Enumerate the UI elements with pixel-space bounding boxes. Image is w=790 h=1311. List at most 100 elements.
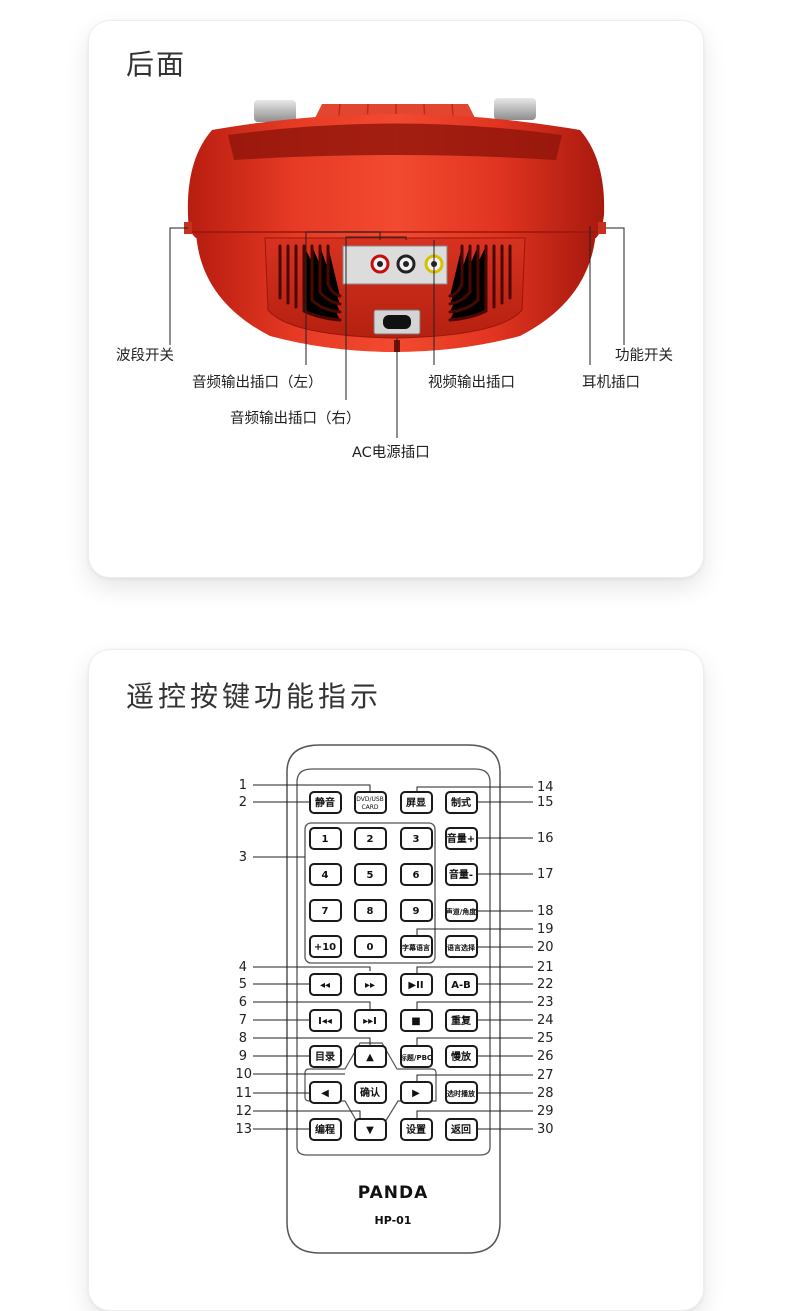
language-button[interactable]: 语言选择 (445, 935, 478, 958)
digit-7-button[interactable]: 7 (309, 899, 342, 922)
callout-19: 19 (537, 922, 554, 937)
svg-text:I◂◂: I◂◂ (318, 1016, 332, 1027)
callout-3: 3 (239, 850, 247, 865)
remote-body (286, 744, 501, 1254)
goto-button[interactable]: 选时播放 (445, 1081, 478, 1104)
program-button[interactable]: 编程 (309, 1118, 342, 1141)
right-arrow-button[interactable]: ▶ (400, 1081, 433, 1104)
previous-button[interactable]: I◂◂ (309, 1009, 342, 1032)
svg-text:目录: 目录 (315, 1051, 335, 1063)
svg-text:1: 1 (322, 834, 329, 845)
plus10-button[interactable]: +10 (309, 935, 342, 958)
digit-2-button[interactable]: 2 (354, 827, 387, 850)
svg-text:CARD: CARD (361, 804, 378, 811)
svg-text:5: 5 (367, 870, 374, 881)
svg-text:+10: +10 (314, 942, 336, 953)
down-arrow-button[interactable]: ▼ (354, 1118, 387, 1141)
mute-button[interactable]: 静音 (309, 791, 342, 814)
svg-text:屏显: 屏显 (405, 797, 426, 809)
callout-20: 20 (537, 940, 554, 955)
back-view-diagram: 波段开关 音频输出插口（左） 音频输出插口（右） AC电源插口 视频输出插口 耳… (116, 98, 673, 461)
digit-5-button[interactable]: 5 (354, 863, 387, 886)
ok-button[interactable]: 确认 (354, 1081, 387, 1104)
subtitle-button[interactable]: 字幕语言 (400, 935, 433, 958)
audio-left-label: 音频输出插口（左） (192, 374, 323, 391)
svg-text:字幕语言: 字幕语言 (402, 943, 430, 952)
menu-button[interactable]: 目录 (309, 1045, 342, 1068)
callout-29: 29 (537, 1104, 554, 1119)
callout-5: 5 (239, 977, 247, 992)
svg-text:9: 9 (413, 906, 420, 917)
stop-button[interactable]: ■ (400, 1009, 433, 1032)
headphone-label: 耳机插口 (582, 374, 640, 391)
svg-text:音量-: 音量- (449, 868, 473, 881)
system-button[interactable]: 制式 (445, 791, 478, 814)
svg-text:8: 8 (367, 906, 374, 917)
ac-power-label: AC电源插口 (352, 444, 430, 461)
left-arrow-button[interactable]: ◀ (309, 1081, 342, 1104)
audio-right-label: 音频输出插口（右） (230, 410, 361, 427)
svg-text:确认: 确认 (360, 1086, 381, 1099)
svg-text:音量+: 音量+ (447, 832, 475, 845)
svg-text:设置: 设置 (406, 1123, 426, 1136)
digit-9-button[interactable]: 9 (400, 899, 433, 922)
vent-right (448, 244, 512, 322)
callout-22: 22 (537, 977, 554, 992)
function-switch-label: 功能开关 (615, 347, 673, 364)
callout-4: 4 (239, 960, 247, 975)
setup-button[interactable]: 设置 (400, 1118, 433, 1141)
svg-text:语言选择: 语言选择 (447, 943, 476, 952)
svg-text:0: 0 (367, 942, 374, 953)
play-pause-button[interactable]: ▶II (400, 973, 433, 996)
digit-6-button[interactable]: 6 (400, 863, 433, 886)
band-switch-label: 波段开关 (116, 347, 174, 364)
model-label: HP-01 (375, 1214, 412, 1227)
digit-3-button[interactable]: 3 (400, 827, 433, 850)
callout-1: 1 (239, 778, 247, 793)
svg-text:制式: 制式 (451, 796, 471, 809)
callout-24: 24 (537, 1013, 554, 1028)
vol-down-button[interactable]: 音量- (445, 863, 478, 886)
svg-text:▶II: ▶II (408, 980, 423, 991)
svg-text:▸▸: ▸▸ (365, 980, 375, 991)
callout-12: 12 (235, 1104, 252, 1119)
ab-repeat-button[interactable]: A-B (445, 973, 478, 996)
next-button[interactable]: ▸▸I (354, 1009, 387, 1032)
callout-6: 6 (239, 995, 247, 1010)
digit-4-button[interactable]: 4 (309, 863, 342, 886)
back-view-title: 后面 (126, 48, 187, 81)
callout-27: 27 (537, 1068, 554, 1083)
callout-2: 2 (239, 795, 247, 810)
repeat-button[interactable]: 重复 (445, 1009, 478, 1032)
callout-23: 23 (537, 995, 554, 1010)
display-button[interactable]: 屏显 (400, 791, 433, 814)
vol-up-button[interactable]: 音量+ (445, 827, 478, 850)
callout-30: 30 (537, 1122, 554, 1137)
title-pbc-button[interactable]: 标题/PBC (399, 1045, 433, 1068)
up-arrow-button[interactable]: ▲ (354, 1045, 387, 1068)
rewind-button[interactable]: ◂◂ (309, 973, 342, 996)
handle-left (254, 100, 296, 122)
svg-text:A-B: A-B (451, 980, 471, 991)
svg-text:7: 7 (322, 906, 329, 917)
slow-button[interactable]: 慢放 (445, 1045, 478, 1068)
vent-left (278, 244, 342, 322)
nav-pad-outline (304, 1042, 437, 1128)
handle-right (494, 98, 536, 120)
svg-text:◂◂: ◂◂ (320, 980, 330, 991)
back-button[interactable]: 返回 (445, 1118, 478, 1141)
svg-text:静音: 静音 (315, 796, 335, 809)
digit-0-button[interactable]: 0 (354, 935, 387, 958)
callout-26: 26 (537, 1049, 554, 1064)
callout-25: 25 (537, 1031, 554, 1046)
digit-1-button[interactable]: 1 (309, 827, 342, 850)
fast-forward-button[interactable]: ▸▸ (354, 973, 387, 996)
digit-8-button[interactable]: 8 (354, 899, 387, 922)
svg-text:▸▸I: ▸▸I (363, 1016, 377, 1027)
callout-10: 10 (235, 1067, 252, 1082)
svg-text:▲: ▲ (366, 1052, 374, 1063)
svg-text:2: 2 (367, 834, 374, 845)
channel-angle-button[interactable]: 声道/角度 (445, 899, 478, 922)
callout-11: 11 (235, 1086, 252, 1101)
